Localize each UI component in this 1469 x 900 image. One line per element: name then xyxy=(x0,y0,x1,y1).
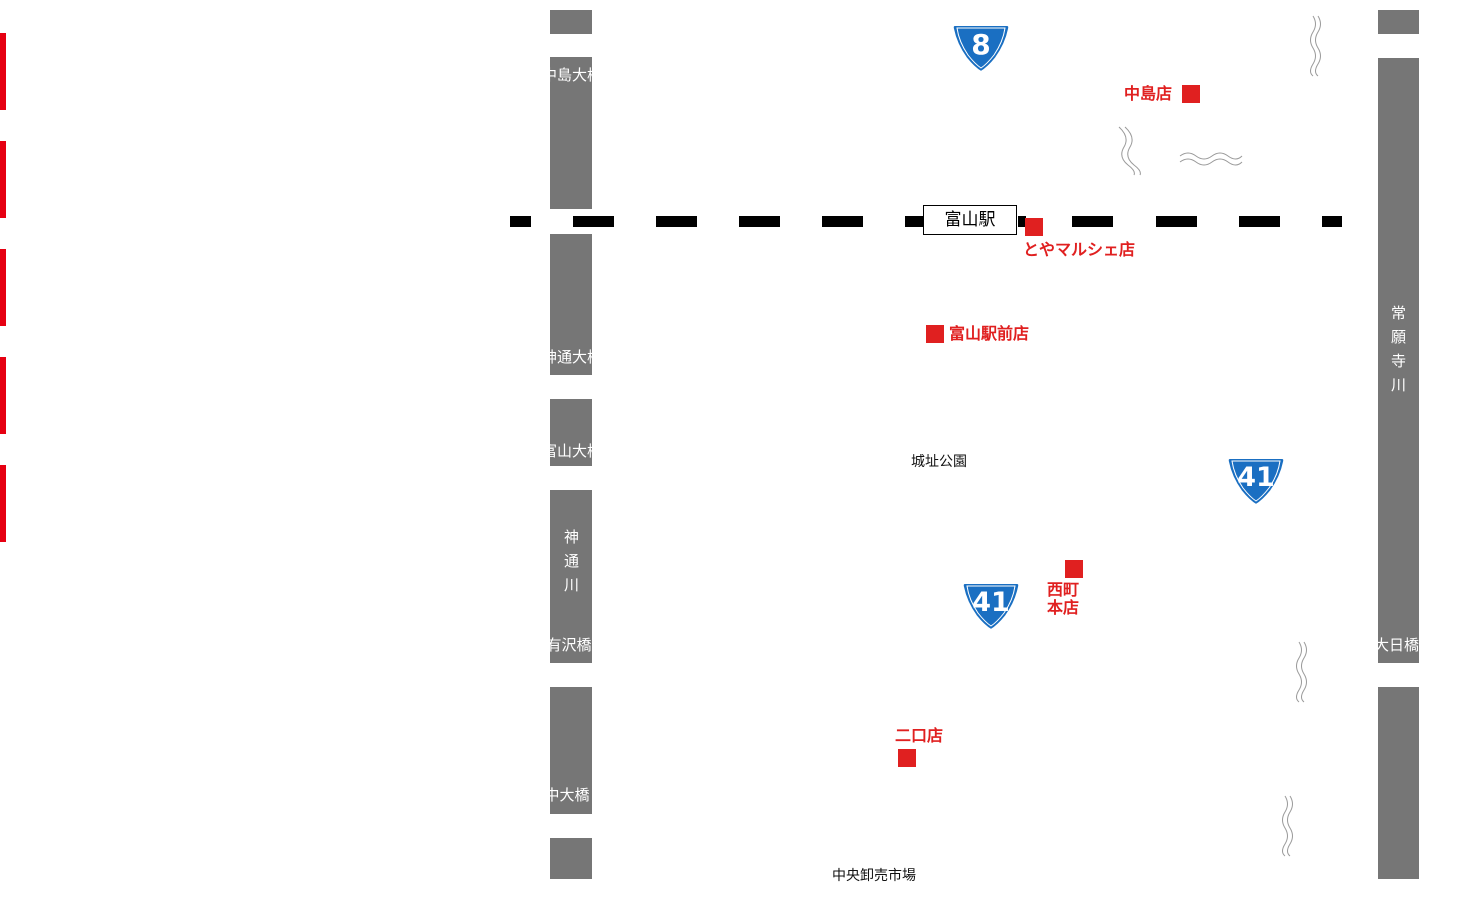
bridge-nakajima: 中島大橋 xyxy=(542,66,592,84)
route-8-number: 8 xyxy=(971,28,991,61)
route-41-south-number: 41 xyxy=(972,587,1010,618)
store-ekimae-label[interactable]: 富山駅前店 xyxy=(949,324,1030,343)
jinzu-river-label: 神 通 川 xyxy=(563,528,579,594)
bridge-arisawa: 有沢橋 xyxy=(546,636,592,654)
store-marker-icon[interactable] xyxy=(898,749,916,767)
store-nishicho-label-2[interactable]: 本店 xyxy=(1047,598,1080,617)
side-tab-3[interactable] xyxy=(0,249,6,326)
castle-park-label: 城址公園 xyxy=(911,454,967,470)
store-marker-icon[interactable] xyxy=(1182,85,1200,103)
national-route-shield-icon xyxy=(961,582,1021,632)
bridge-toyama-ohashi: 富山大橋 xyxy=(542,442,592,460)
route-41-east-number: 41 xyxy=(1237,462,1275,493)
store-nakajima-label[interactable]: 中島店 xyxy=(1124,84,1173,103)
side-tab-1[interactable] xyxy=(0,33,6,110)
bridge-nakaohashi: 中大橋 xyxy=(544,786,590,804)
water-ripple-icon xyxy=(1296,641,1307,703)
store-nishicho-label-1[interactable]: 西町 xyxy=(1047,580,1080,599)
national-route-shield-icon xyxy=(951,24,1011,74)
water-ripple-icon xyxy=(1310,15,1321,77)
bridge-dainichi: 大日橋 xyxy=(1374,636,1419,654)
side-tab-5[interactable] xyxy=(0,465,6,542)
store-marker-icon[interactable] xyxy=(1065,560,1083,578)
store-marker-icon[interactable] xyxy=(926,325,944,343)
side-tab-2[interactable] xyxy=(0,141,6,218)
store-toyamarche-label[interactable]: とやマルシェ店 xyxy=(1023,240,1136,259)
side-tab-4[interactable] xyxy=(0,357,6,434)
water-ripple-icon xyxy=(1282,795,1293,857)
central-market-label: 中央卸売市場 xyxy=(832,868,916,884)
bridge-jinzu-ohashi: 神通大橋 xyxy=(542,348,592,366)
toyama-station-label[interactable]: 富山駅 xyxy=(923,205,1017,235)
national-route-shield-icon xyxy=(1226,457,1286,507)
jouganji-river-label: 常 願 寺 川 xyxy=(1390,304,1406,394)
water-ripple-icon xyxy=(1179,152,1243,166)
store-futakuchi-label[interactable]: 二口店 xyxy=(895,726,944,745)
water-ripple-icon xyxy=(1118,126,1141,176)
store-marker-icon[interactable] xyxy=(1025,218,1043,236)
